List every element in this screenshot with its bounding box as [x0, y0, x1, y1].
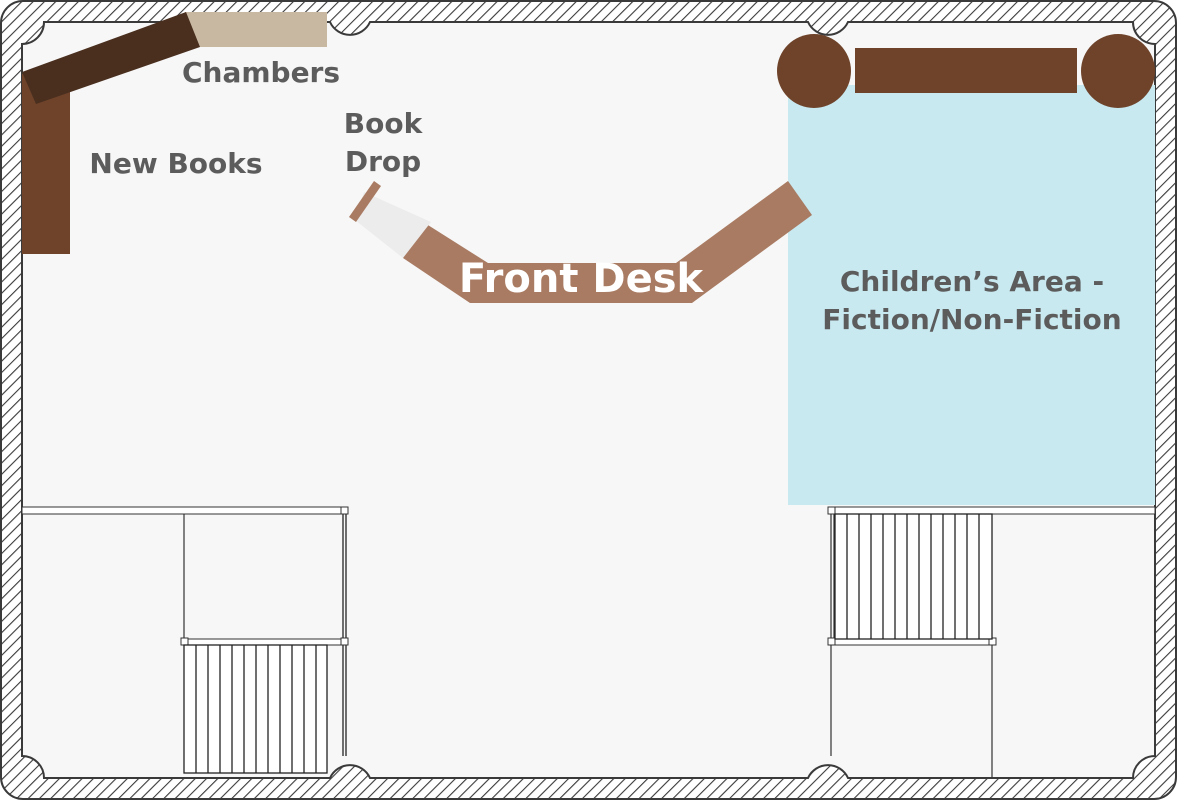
- childrens-area-label-line1: Children’s Area -: [840, 265, 1104, 298]
- front-desk-label: Front Desk: [459, 256, 705, 302]
- childrens-shelf: [855, 48, 1077, 93]
- book-drop-slot: [355, 192, 431, 258]
- childrens-round-table-right: [1081, 34, 1155, 108]
- right-stair-enclosure: [827, 506, 1156, 778]
- chambers-shelf: [185, 12, 327, 47]
- chambers-label: Chambers: [182, 56, 340, 89]
- childrens-round-table-left: [777, 34, 851, 108]
- left-staircase: [183, 644, 328, 774]
- right-staircase: [834, 513, 993, 640]
- new-books-shelf-diagonal: [22, 12, 200, 104]
- new-books-label: New Books: [89, 147, 262, 180]
- book-drop-handle: [349, 181, 381, 222]
- book-drop-label-line2: Drop: [345, 145, 421, 178]
- front-desk: [403, 181, 812, 303]
- left-stair-enclosure: [21, 506, 349, 756]
- childrens-area-label-line2: Fiction/Non-Fiction: [822, 303, 1121, 336]
- book-drop-label-line1: Book: [344, 107, 424, 140]
- childrens-area-zone: [788, 85, 1155, 505]
- new-books-shelf-vertical: [22, 74, 70, 254]
